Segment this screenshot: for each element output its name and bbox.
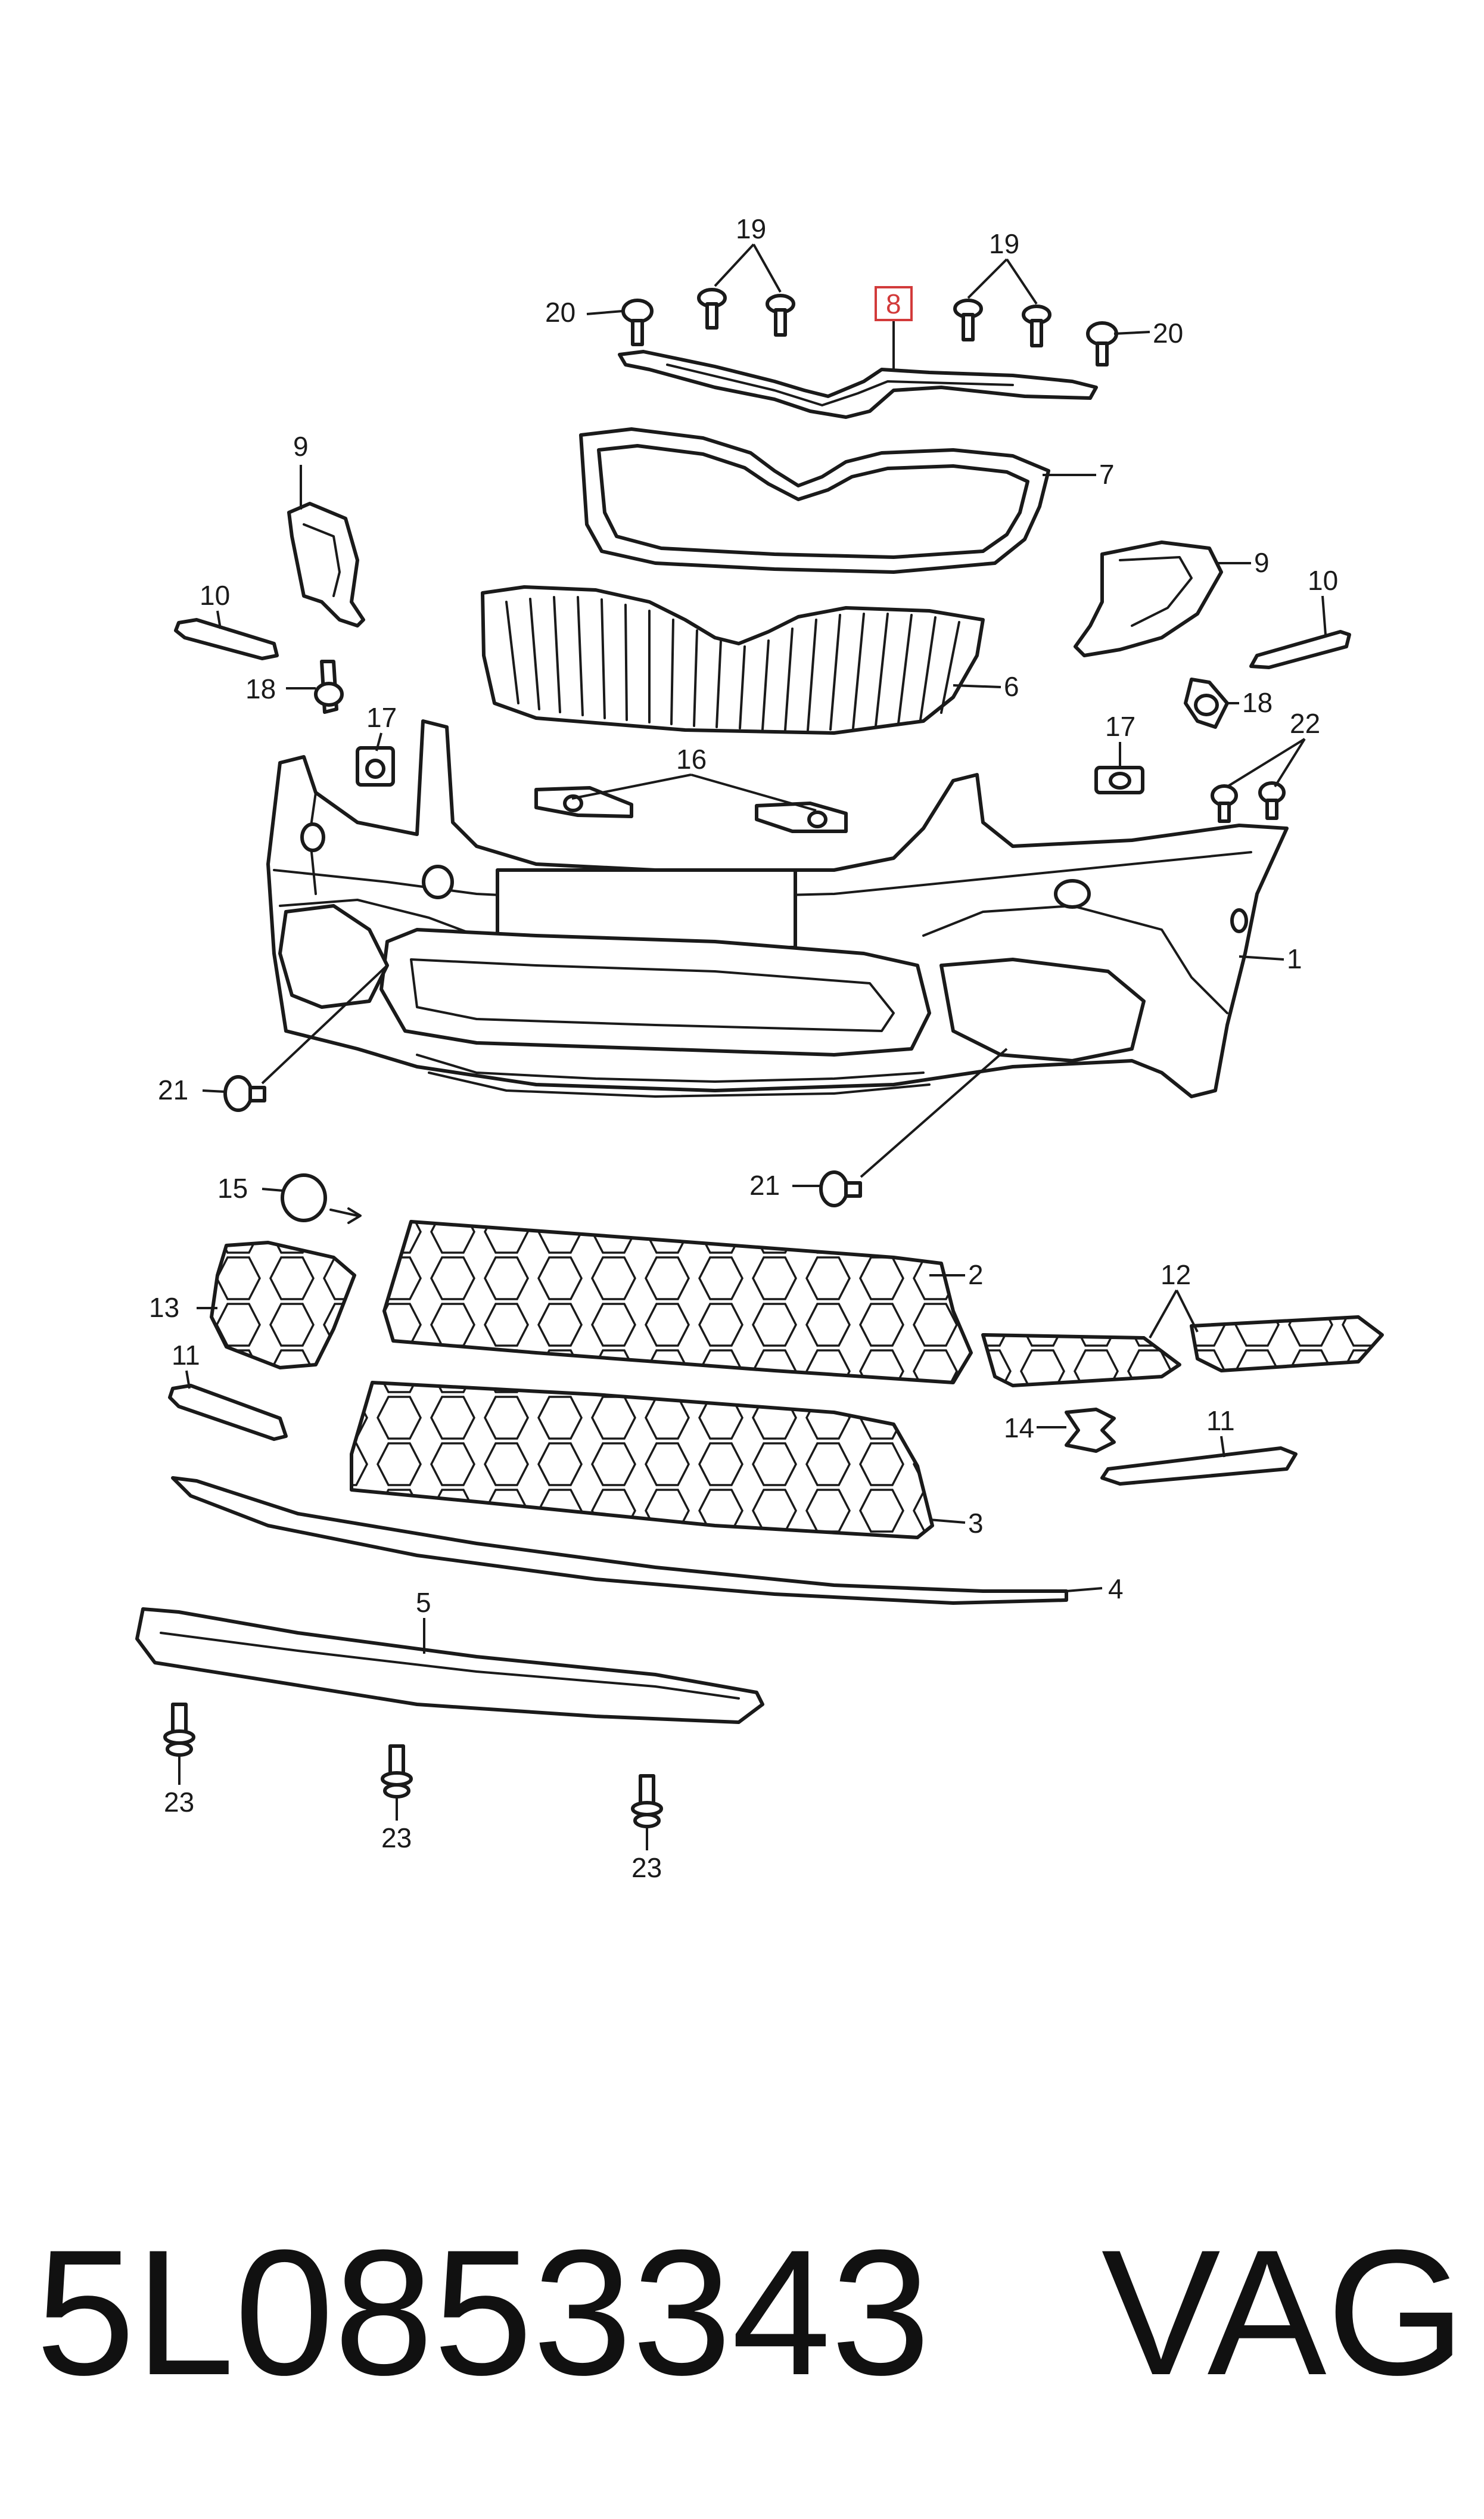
part-23-screw-3 bbox=[631, 1774, 663, 1828]
park-sensor-hole-2 bbox=[422, 865, 454, 899]
callout-23-right: 23 bbox=[631, 1852, 662, 1883]
callout-16: 16 bbox=[676, 744, 707, 775]
part-11-left-strip bbox=[168, 1384, 288, 1441]
part-9-left-bracket bbox=[287, 502, 365, 628]
callout-4: 4 bbox=[1108, 1573, 1124, 1604]
part-20-screw-left bbox=[621, 299, 654, 346]
callout-1: 1 bbox=[1287, 943, 1302, 974]
callout-9-left: 9 bbox=[293, 431, 309, 462]
callout-3: 3 bbox=[968, 1508, 984, 1539]
part-22-screws bbox=[1211, 781, 1286, 823]
park-sensor-hole-1 bbox=[300, 822, 325, 852]
callout-17-right: 17 bbox=[1105, 711, 1135, 742]
callout-8-highlight bbox=[875, 286, 913, 321]
part-17-right-guide bbox=[1094, 766, 1144, 794]
callout-23-middle: 23 bbox=[381, 1822, 412, 1853]
callout-15: 15 bbox=[217, 1173, 248, 1204]
callout-11-right: 11 bbox=[1206, 1405, 1235, 1436]
callout-2: 2 bbox=[968, 1259, 984, 1290]
leader-lines bbox=[178, 243, 1327, 1850]
callout-12: 12 bbox=[1161, 1259, 1191, 1290]
part-6-radiator-grille bbox=[481, 585, 985, 735]
callout-10-right: 10 bbox=[1308, 565, 1338, 596]
grille-slats bbox=[505, 596, 960, 731]
part-5-lower-lip bbox=[135, 1607, 764, 1724]
callout-19-right: 19 bbox=[989, 228, 1019, 259]
callout-8: 8 bbox=[886, 288, 901, 319]
callout-9-right: 9 bbox=[1254, 547, 1270, 578]
callout-6: 6 bbox=[1004, 671, 1019, 702]
part-10-right-trim bbox=[1249, 630, 1351, 669]
part-17-left-guide bbox=[356, 746, 395, 787]
part-19-screws-left bbox=[697, 288, 795, 337]
part-2-upper-honeycomb-grille bbox=[382, 1220, 973, 1384]
callout-17-left: 17 bbox=[366, 702, 397, 733]
callout-18-right: 18 bbox=[1242, 687, 1273, 718]
part-21-screw-right bbox=[819, 1170, 862, 1207]
park-sensor-hole-4 bbox=[1230, 908, 1248, 933]
callout-18-left: 18 bbox=[245, 673, 276, 704]
part-12-fog-trims bbox=[981, 1315, 1384, 1387]
part-8-upper-trim-strip bbox=[618, 350, 1098, 419]
callout-7: 7 bbox=[1099, 459, 1115, 490]
part-number-label: 5L0853343 bbox=[36, 2212, 931, 2412]
callout-13: 13 bbox=[149, 1292, 179, 1323]
part-15-cap bbox=[281, 1173, 362, 1224]
part-1-bumper-cover bbox=[266, 719, 1289, 1098]
part-21-screw-left bbox=[223, 1075, 266, 1112]
callout-5: 5 bbox=[416, 1587, 431, 1618]
callout-22: 22 bbox=[1290, 708, 1320, 739]
part-19-screws-right bbox=[953, 299, 1051, 347]
part-4-spoiler-strip bbox=[171, 1476, 1068, 1605]
callout-19-left: 19 bbox=[736, 213, 766, 244]
brand-label: VAG bbox=[1101, 2212, 1466, 2412]
part-3-lower-honeycomb-grille bbox=[350, 1381, 934, 1539]
part-7-grille-frame bbox=[579, 427, 1050, 574]
lower-intake-frame bbox=[379, 928, 931, 1057]
caption-bar: 5L0853343 VAG bbox=[36, 2205, 1466, 2419]
callout-20-left: 20 bbox=[545, 297, 575, 328]
part-11-right-strip bbox=[1100, 1446, 1298, 1486]
part-9-right-bracket bbox=[1074, 541, 1223, 657]
callout-21-left: 21 bbox=[158, 1074, 188, 1105]
part-10-left-trim bbox=[174, 618, 279, 660]
callout-11-left: 11 bbox=[172, 1340, 200, 1371]
park-sensor-hole-3 bbox=[1054, 879, 1091, 909]
part-14-clip bbox=[1065, 1408, 1116, 1453]
callout-21-right: 21 bbox=[749, 1170, 780, 1201]
right-fog-recess bbox=[939, 958, 1146, 1063]
callout-20-right: 20 bbox=[1153, 318, 1183, 349]
part-20-screw-right bbox=[1086, 321, 1118, 366]
part-23-screw-1 bbox=[163, 1703, 195, 1757]
callout-23-left: 23 bbox=[164, 1787, 194, 1818]
callout-10-left: 10 bbox=[200, 580, 230, 611]
part-18-right-clip bbox=[1184, 678, 1229, 729]
part-13-left-fog-grille bbox=[210, 1241, 356, 1369]
left-fog-recess bbox=[278, 904, 389, 1009]
lower-lip-slots bbox=[416, 1054, 931, 1098]
part-16-center-brackets bbox=[534, 786, 848, 833]
part-23-screw-2 bbox=[381, 1744, 413, 1799]
part-18-left-clip bbox=[314, 660, 344, 714]
callout-14: 14 bbox=[1004, 1412, 1034, 1443]
